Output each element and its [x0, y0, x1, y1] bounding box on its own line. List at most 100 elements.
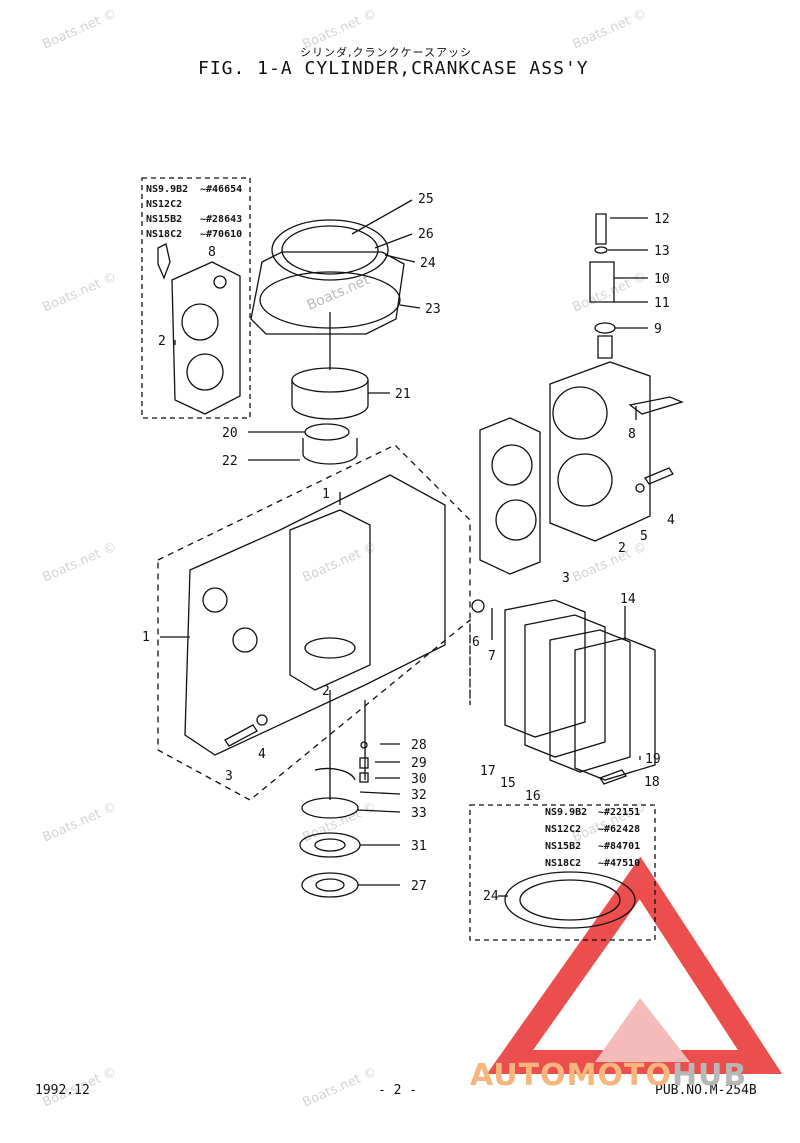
part-22-o-ring: [302, 438, 358, 465]
callout-label: 29: [411, 756, 427, 771]
callout-label: 21: [395, 387, 411, 402]
callout-label: 9: [654, 322, 662, 337]
footer-date: 1992.12: [35, 1083, 90, 1098]
callout-label: 28: [411, 738, 427, 753]
serial-model: NS15B2: [545, 841, 581, 852]
serial-number: ~#28643: [200, 214, 242, 225]
callout-label: 4: [667, 513, 675, 528]
part-6-washer: [471, 599, 485, 613]
serial-number: ~#62428: [598, 824, 640, 835]
serial-box-top: [141, 177, 251, 419]
serial-model: NS18C2: [146, 229, 182, 240]
callout-label: 25: [418, 192, 434, 207]
serial-model: NS9.9B2: [545, 807, 587, 818]
serial-table-bottom: NS9.9B2 ~#22151 NS12C2 ~#62428 NS15B2 ~#…: [545, 807, 640, 869]
serial-model: NS18C2: [545, 858, 581, 869]
footer-page-number: - 2 -: [378, 1083, 418, 1098]
callout-label: 6: [472, 635, 480, 650]
callout-label: 15: [500, 776, 516, 791]
serial-model: NS12C2: [146, 199, 182, 210]
callout-label: 1: [142, 630, 150, 645]
part-3-bolt-bottom: [224, 724, 258, 747]
callout-label: 11: [654, 296, 670, 311]
part-8-plug-left: [157, 243, 171, 280]
callout-label: 19: [645, 752, 661, 767]
serial-box-bottom: [469, 804, 656, 941]
part-16-gasket: [549, 629, 631, 773]
callouts: 25 26 24 23 21 20 22 12 13 10 11 9 8 8 2…: [142, 192, 675, 904]
automotohub-wordmark: AUTOMOTOHUB: [470, 1058, 747, 1093]
part-30-check: [359, 772, 369, 783]
part-29-spring: [359, 757, 369, 769]
callout-label: 16: [525, 789, 541, 804]
part-25-plate: [271, 219, 389, 281]
part-12-bolt: [595, 213, 607, 245]
callout-label: 18: [644, 775, 660, 790]
callout-label: 20: [222, 426, 238, 441]
part-4-bolt-right: [644, 467, 674, 485]
callout-label: 2: [322, 684, 330, 699]
figure-title: FIG. 1-A CYLINDER,CRANKCASE ASS'Y: [198, 58, 589, 79]
callout-label: 2: [618, 541, 626, 556]
callout-label: 26: [418, 227, 434, 242]
part-8-plug-right: [628, 396, 684, 415]
serial-model: NS12C2: [545, 824, 581, 835]
callout-label: 8: [208, 245, 216, 260]
japanese-title: シリンダ,クランクケースアッシ: [300, 46, 472, 59]
serial-number: ~#46654: [200, 184, 242, 195]
automotohub-logo: [486, 856, 783, 1074]
callout-label: 5: [640, 529, 648, 544]
part-20-oil-seal: [304, 423, 350, 441]
callout-label: 30: [411, 772, 427, 787]
crankcase-boundary: [157, 444, 471, 801]
callout-label: 24: [420, 256, 436, 271]
logo-text-auto: AUTO: [470, 1058, 567, 1093]
part-23-gasket: [250, 251, 405, 335]
callout-label: 13: [654, 244, 670, 259]
callout-label: 4: [258, 747, 266, 762]
part-33-washer: [301, 797, 359, 819]
part-15-cover: [524, 614, 606, 758]
serial-number: ~#84701: [598, 841, 640, 852]
serial-model: NS9.9B2: [146, 184, 188, 195]
part-28-ball: [360, 741, 368, 749]
callout-label: 3: [225, 769, 233, 784]
callout-label: 14: [620, 592, 636, 607]
callout-label: 8: [628, 427, 636, 442]
part-31-bearing: [299, 832, 361, 858]
serial-number: ~#70610: [200, 229, 242, 240]
callout-label: 23: [425, 302, 441, 317]
callout-label: 2: [158, 334, 166, 349]
part-10-thermostat-cover: [589, 261, 615, 303]
callout-label: 32: [411, 788, 427, 803]
crankcase-body: [184, 474, 446, 756]
serial-number: ~#22151: [598, 807, 640, 818]
part-27-oil-seal: [301, 872, 359, 898]
callout-label: 33: [411, 806, 427, 821]
cylinder-block-right: [549, 361, 651, 542]
callout-label: 24: [483, 889, 499, 904]
part-14-outer-cover: [574, 637, 656, 781]
logo-text-hub: HUB: [671, 1058, 748, 1093]
serial-number: ~#47510: [598, 858, 640, 869]
callout-label: 27: [411, 879, 427, 894]
part-3-head-gasket: [479, 417, 541, 575]
part-17-gasket: [504, 599, 586, 738]
cylinder-head-left: [171, 261, 241, 415]
callout-label: 17: [480, 764, 496, 779]
callout-label: 31: [411, 839, 427, 854]
part-18-bolt: [599, 769, 627, 785]
callout-label: 22: [222, 454, 238, 469]
callout-label: 10: [654, 272, 670, 287]
part-32-circlip: [314, 767, 356, 781]
callout-label: 7: [488, 649, 496, 664]
callout-label: 12: [654, 212, 670, 227]
footer-pub-number: PUB.NO.M-254B: [655, 1083, 757, 1098]
serial-table-top: NS9.9B2 ~#46654 NS12C2 NS15B2 ~#28643 NS…: [146, 184, 242, 240]
part-24-gasket-bottom: [504, 871, 636, 929]
part-21-seal-housing: [291, 380, 369, 420]
callout-label: 3: [562, 571, 570, 586]
callout-label: 1: [322, 487, 330, 502]
serial-model: NS15B2: [146, 214, 182, 225]
